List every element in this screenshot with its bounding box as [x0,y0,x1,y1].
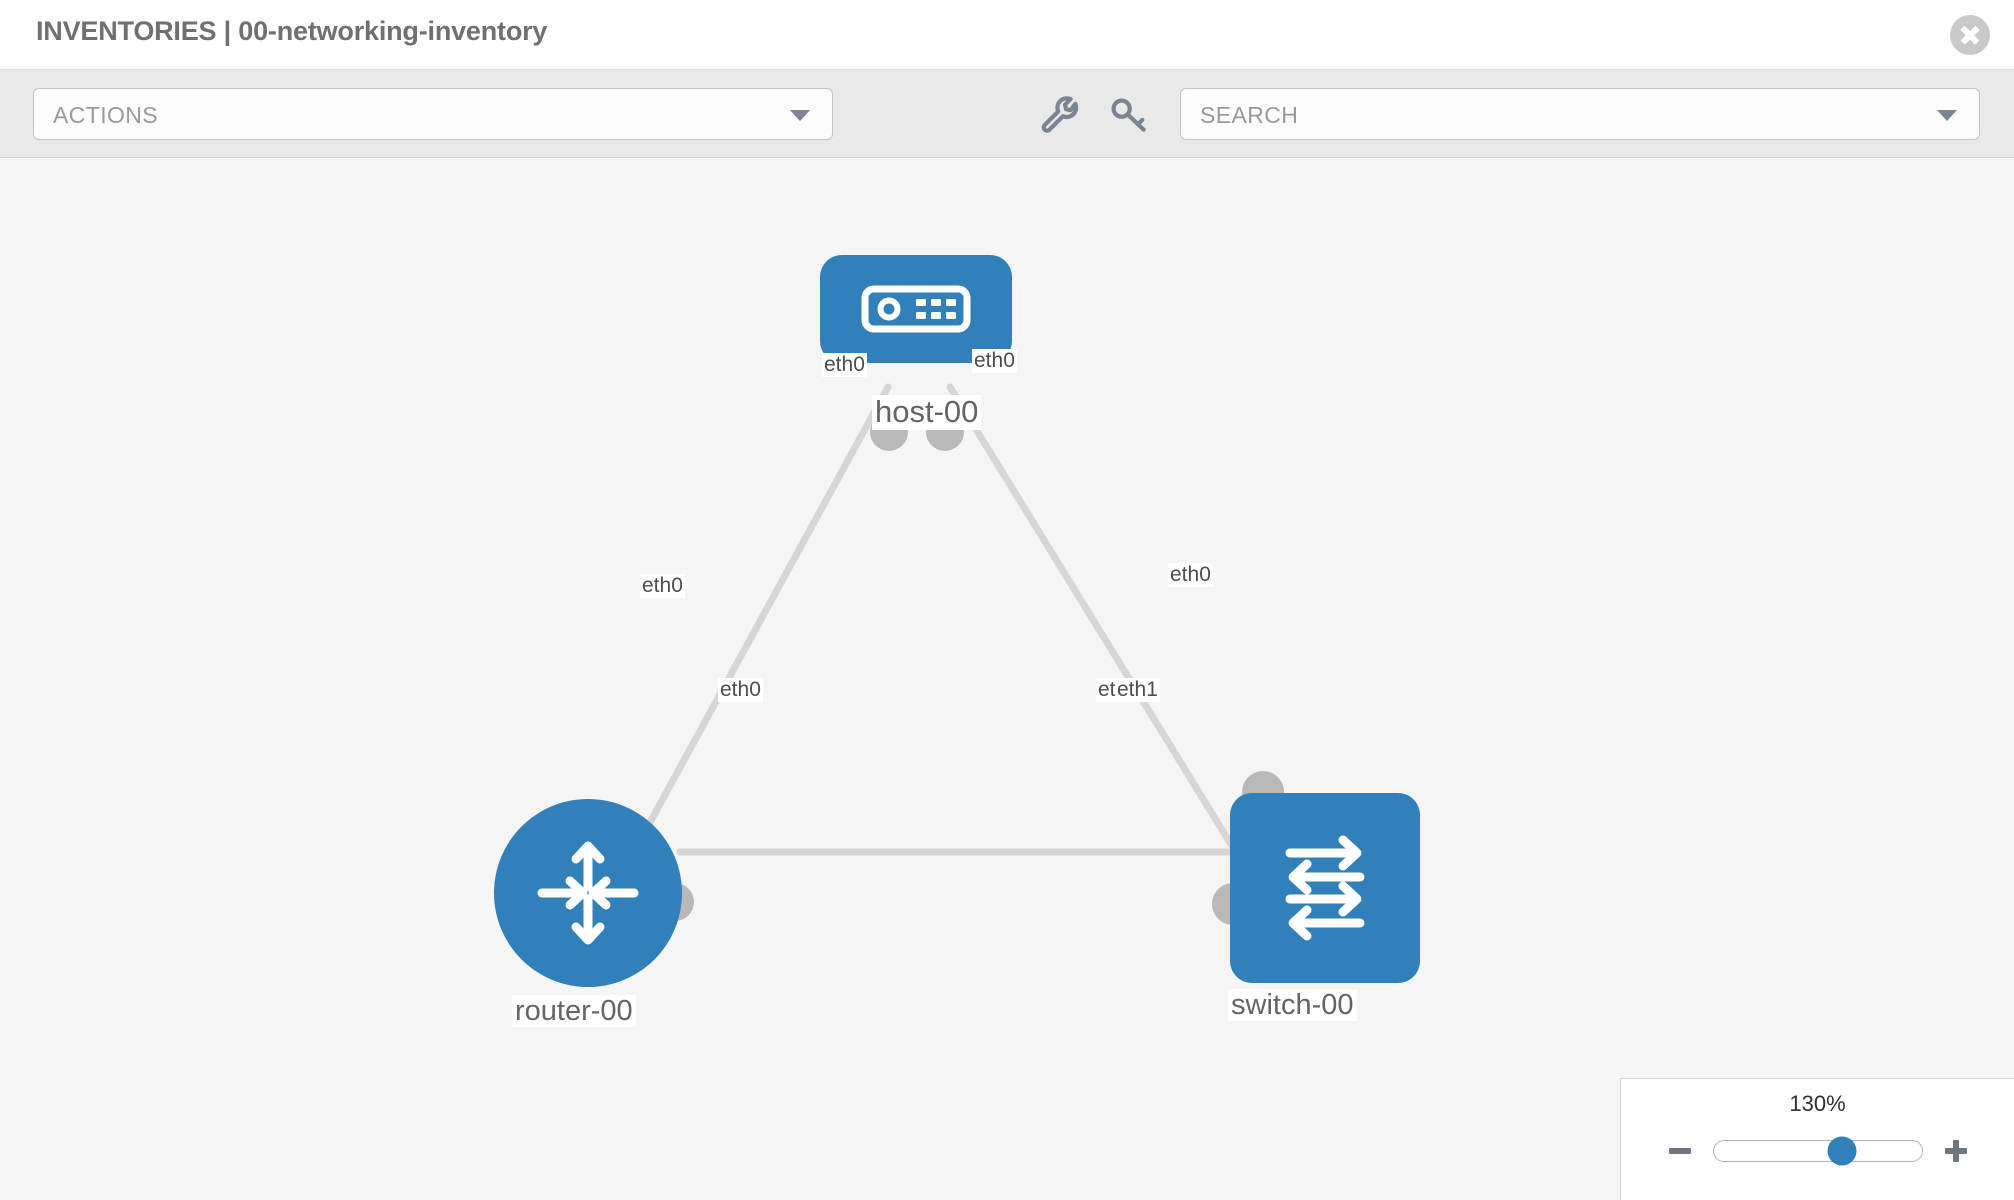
iface-label-host-left: eth0 [822,353,867,378]
node-router-00[interactable]: router-00 [494,799,714,1029]
iface-label-host-right: eth0 [972,349,1017,374]
node-label-switch-00: switch-00 [1228,989,1357,1022]
iface-label-switch-up: eth0 [1168,563,1213,588]
minus-icon[interactable] [1665,1136,1695,1166]
node-switch-00[interactable]: switch-00 [1212,771,1442,1031]
switch-icon [1285,835,1365,941]
zoom-controls [1621,1131,2014,1171]
link-host-switch [946,383,1244,863]
search-input[interactable]: SEARCH [1180,88,1980,140]
switch-node-shape[interactable] [1230,793,1420,983]
zoom-panel: 130% [1620,1078,2014,1200]
zoom-slider-thumb[interactable] [1827,1136,1857,1166]
search-placeholder: SEARCH [1200,102,1299,128]
toolbar: ACTIONS SEARCH [0,70,2014,158]
wrench-icon[interactable] [1040,94,1082,136]
node-label-router-00: router-00 [512,995,636,1028]
zoom-slider[interactable] [1712,1136,1923,1166]
link-host-router [626,383,892,863]
chevron-down-icon [1937,110,1957,121]
iface-label-switch-left-b: eth1 [1115,678,1160,703]
host-node-shape[interactable] [820,255,1012,363]
router-node-shape[interactable] [494,799,682,987]
iface-label-router-right: eth0 [718,678,763,703]
iface-label-router-up: eth0 [640,574,685,599]
chevron-down-icon [790,110,810,121]
actions-dropdown-label: ACTIONS [53,102,159,128]
node-host-00[interactable]: host-00 [820,255,1012,455]
close-icon[interactable] [1950,15,1990,55]
router-icon [537,841,639,945]
plus-icon[interactable] [1941,1136,1971,1166]
key-icon[interactable] [1108,94,1150,136]
page-title: INVENTORIES | 00-networking-inventory [36,16,548,46]
server-icon [861,285,971,333]
topology-canvas[interactable]: host-00 eth0 eth0 router-00 [0,159,2014,1200]
actions-dropdown[interactable]: ACTIONS [33,88,833,140]
page-header: INVENTORIES | 00-networking-inventory [0,0,2014,70]
node-label-host-00: host-00 [872,395,982,430]
topology-links [626,383,1252,863]
zoom-level-label: 130% [1789,1091,1846,1116]
